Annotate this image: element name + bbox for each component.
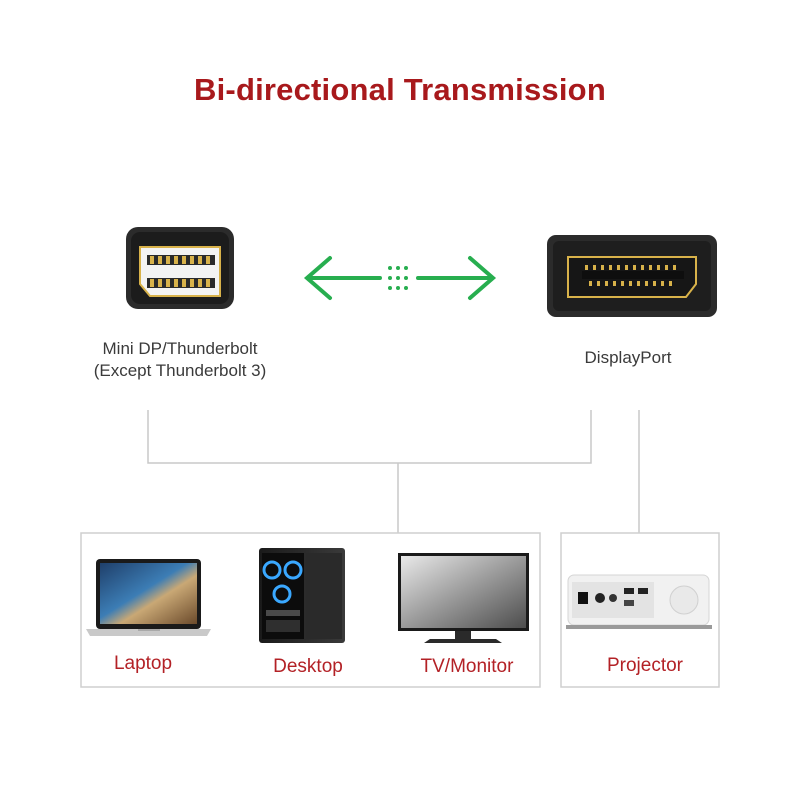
mini-dp-label-line1: Mini DP/Thunderbolt	[102, 339, 258, 358]
mini-dp-label: Mini DP/Thunderbolt (Except Thunderbolt …	[60, 338, 300, 382]
device-label-desktop: Desktop	[273, 656, 343, 677]
desktop-tower-icon	[259, 548, 345, 643]
laptop-icon	[86, 559, 211, 636]
device-label-projector: Projector	[606, 655, 684, 676]
mini-dp-label-line2: (Except Thunderbolt 3)	[93, 361, 267, 380]
mini-displayport-connector-icon	[126, 227, 234, 309]
monitor-icon	[398, 553, 529, 643]
page-title: Bi-directional Transmission	[194, 72, 606, 107]
projector-icon	[566, 574, 712, 629]
displayport-label: DisplayPort	[584, 348, 672, 367]
device-label-laptop: Laptop	[113, 653, 173, 674]
device-label-monitor: TV/Monitor	[420, 656, 514, 677]
pc-devices-box	[80, 532, 541, 688]
connection-lines	[147, 410, 640, 533]
projector-box	[560, 532, 720, 688]
displayport-connector-icon	[547, 235, 717, 317]
bidirectional-arrow-icon	[303, 256, 497, 300]
